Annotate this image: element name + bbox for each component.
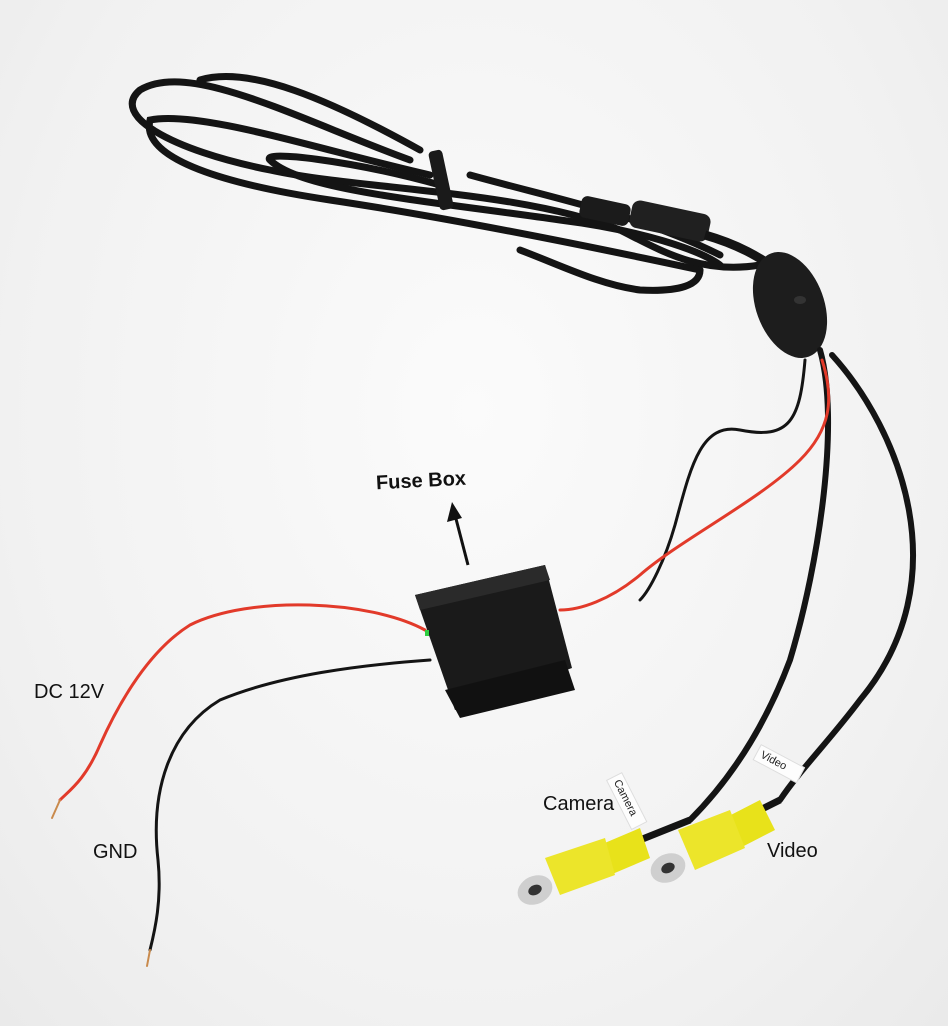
splitter-hub bbox=[703, 230, 828, 358]
aviation-connector bbox=[579, 196, 711, 242]
fuse-box bbox=[415, 565, 575, 718]
cable-tie bbox=[428, 149, 454, 211]
dc-12v-label: DC 12V bbox=[34, 681, 105, 703]
gnd-label: GND bbox=[93, 841, 138, 863]
camera-rca-connector bbox=[517, 816, 692, 905]
video-label: Video bbox=[767, 840, 818, 862]
power-wires bbox=[51, 603, 432, 967]
video-rca-connector bbox=[650, 796, 782, 883]
coiled-main-cable bbox=[128, 73, 764, 294]
branch-wires bbox=[558, 347, 917, 823]
fuse-box-label: Fuse Box bbox=[375, 467, 467, 495]
camera-label: Camera bbox=[543, 793, 615, 815]
up-arrow-icon bbox=[447, 502, 470, 566]
